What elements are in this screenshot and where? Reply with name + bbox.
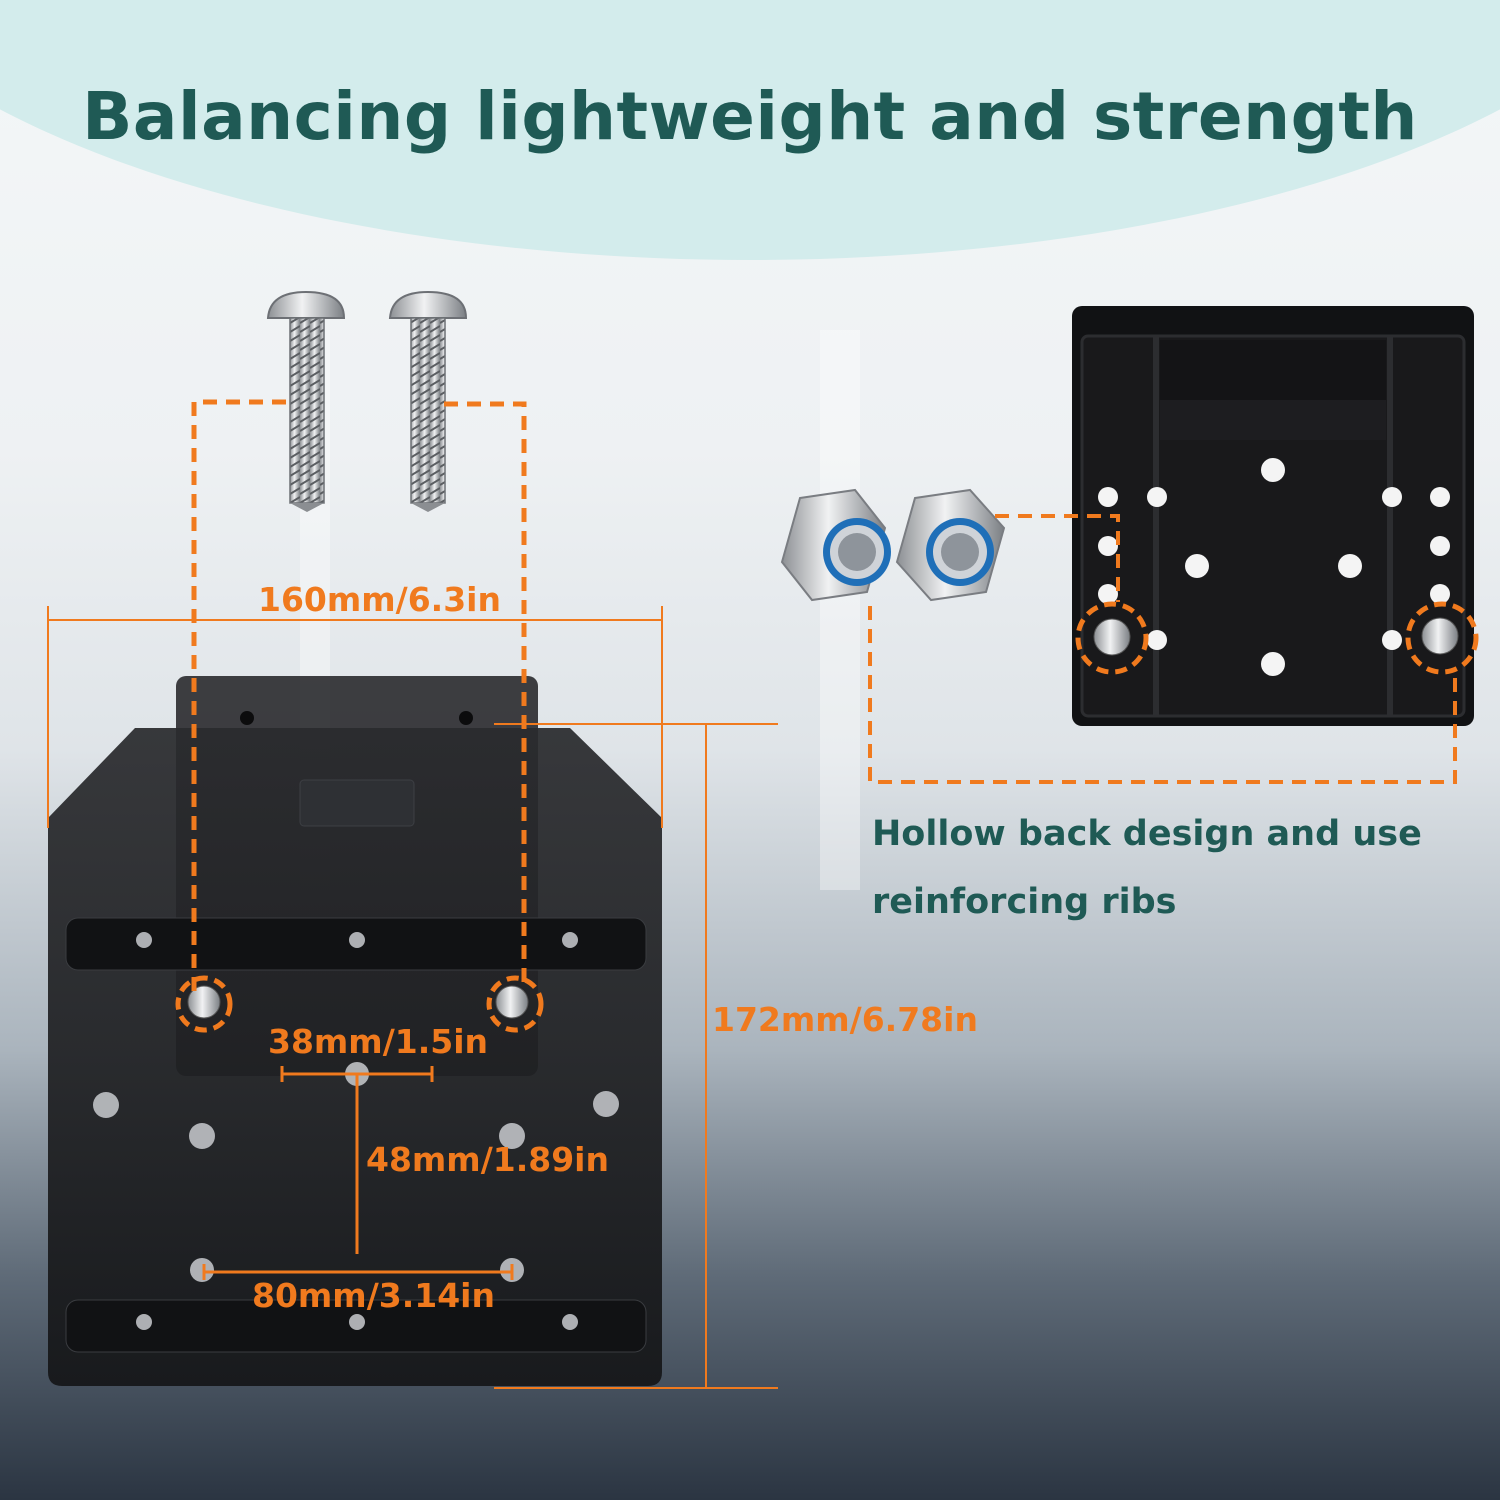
vertical-hole-spacing-label: 48mm/1.89in [366, 1140, 609, 1179]
screw-icon [266, 290, 346, 512]
callout-line-2: reinforcing ribs [872, 882, 1177, 922]
back-plate-holes [1098, 458, 1450, 676]
overall-width-label: 160mm/6.3in [258, 580, 501, 619]
bolt-head-icon [1093, 617, 1459, 656]
page-title: Balancing lightweight and strength [82, 78, 1418, 155]
dimension-lines [47, 399, 1479, 1389]
callout-line-1: Hollow back design and use [872, 814, 1422, 854]
bottom-hole-spacing-label: 80mm/3.14in [252, 1276, 495, 1315]
overall-height-label: 172mm/6.78in [712, 1000, 978, 1039]
feature-callout: Hollow back design and use reinforcing r… [872, 800, 1472, 936]
background-pole [820, 330, 860, 890]
top-hole-spacing-label: 38mm/1.5in [268, 1022, 489, 1061]
mount-plate-back [1072, 306, 1474, 726]
lock-nut-icon [780, 488, 891, 602]
lock-nut-icon [895, 488, 1006, 602]
mount-plate-front [48, 676, 662, 1386]
screw-icon [388, 290, 468, 512]
bolt-head-icon [187, 985, 529, 1019]
